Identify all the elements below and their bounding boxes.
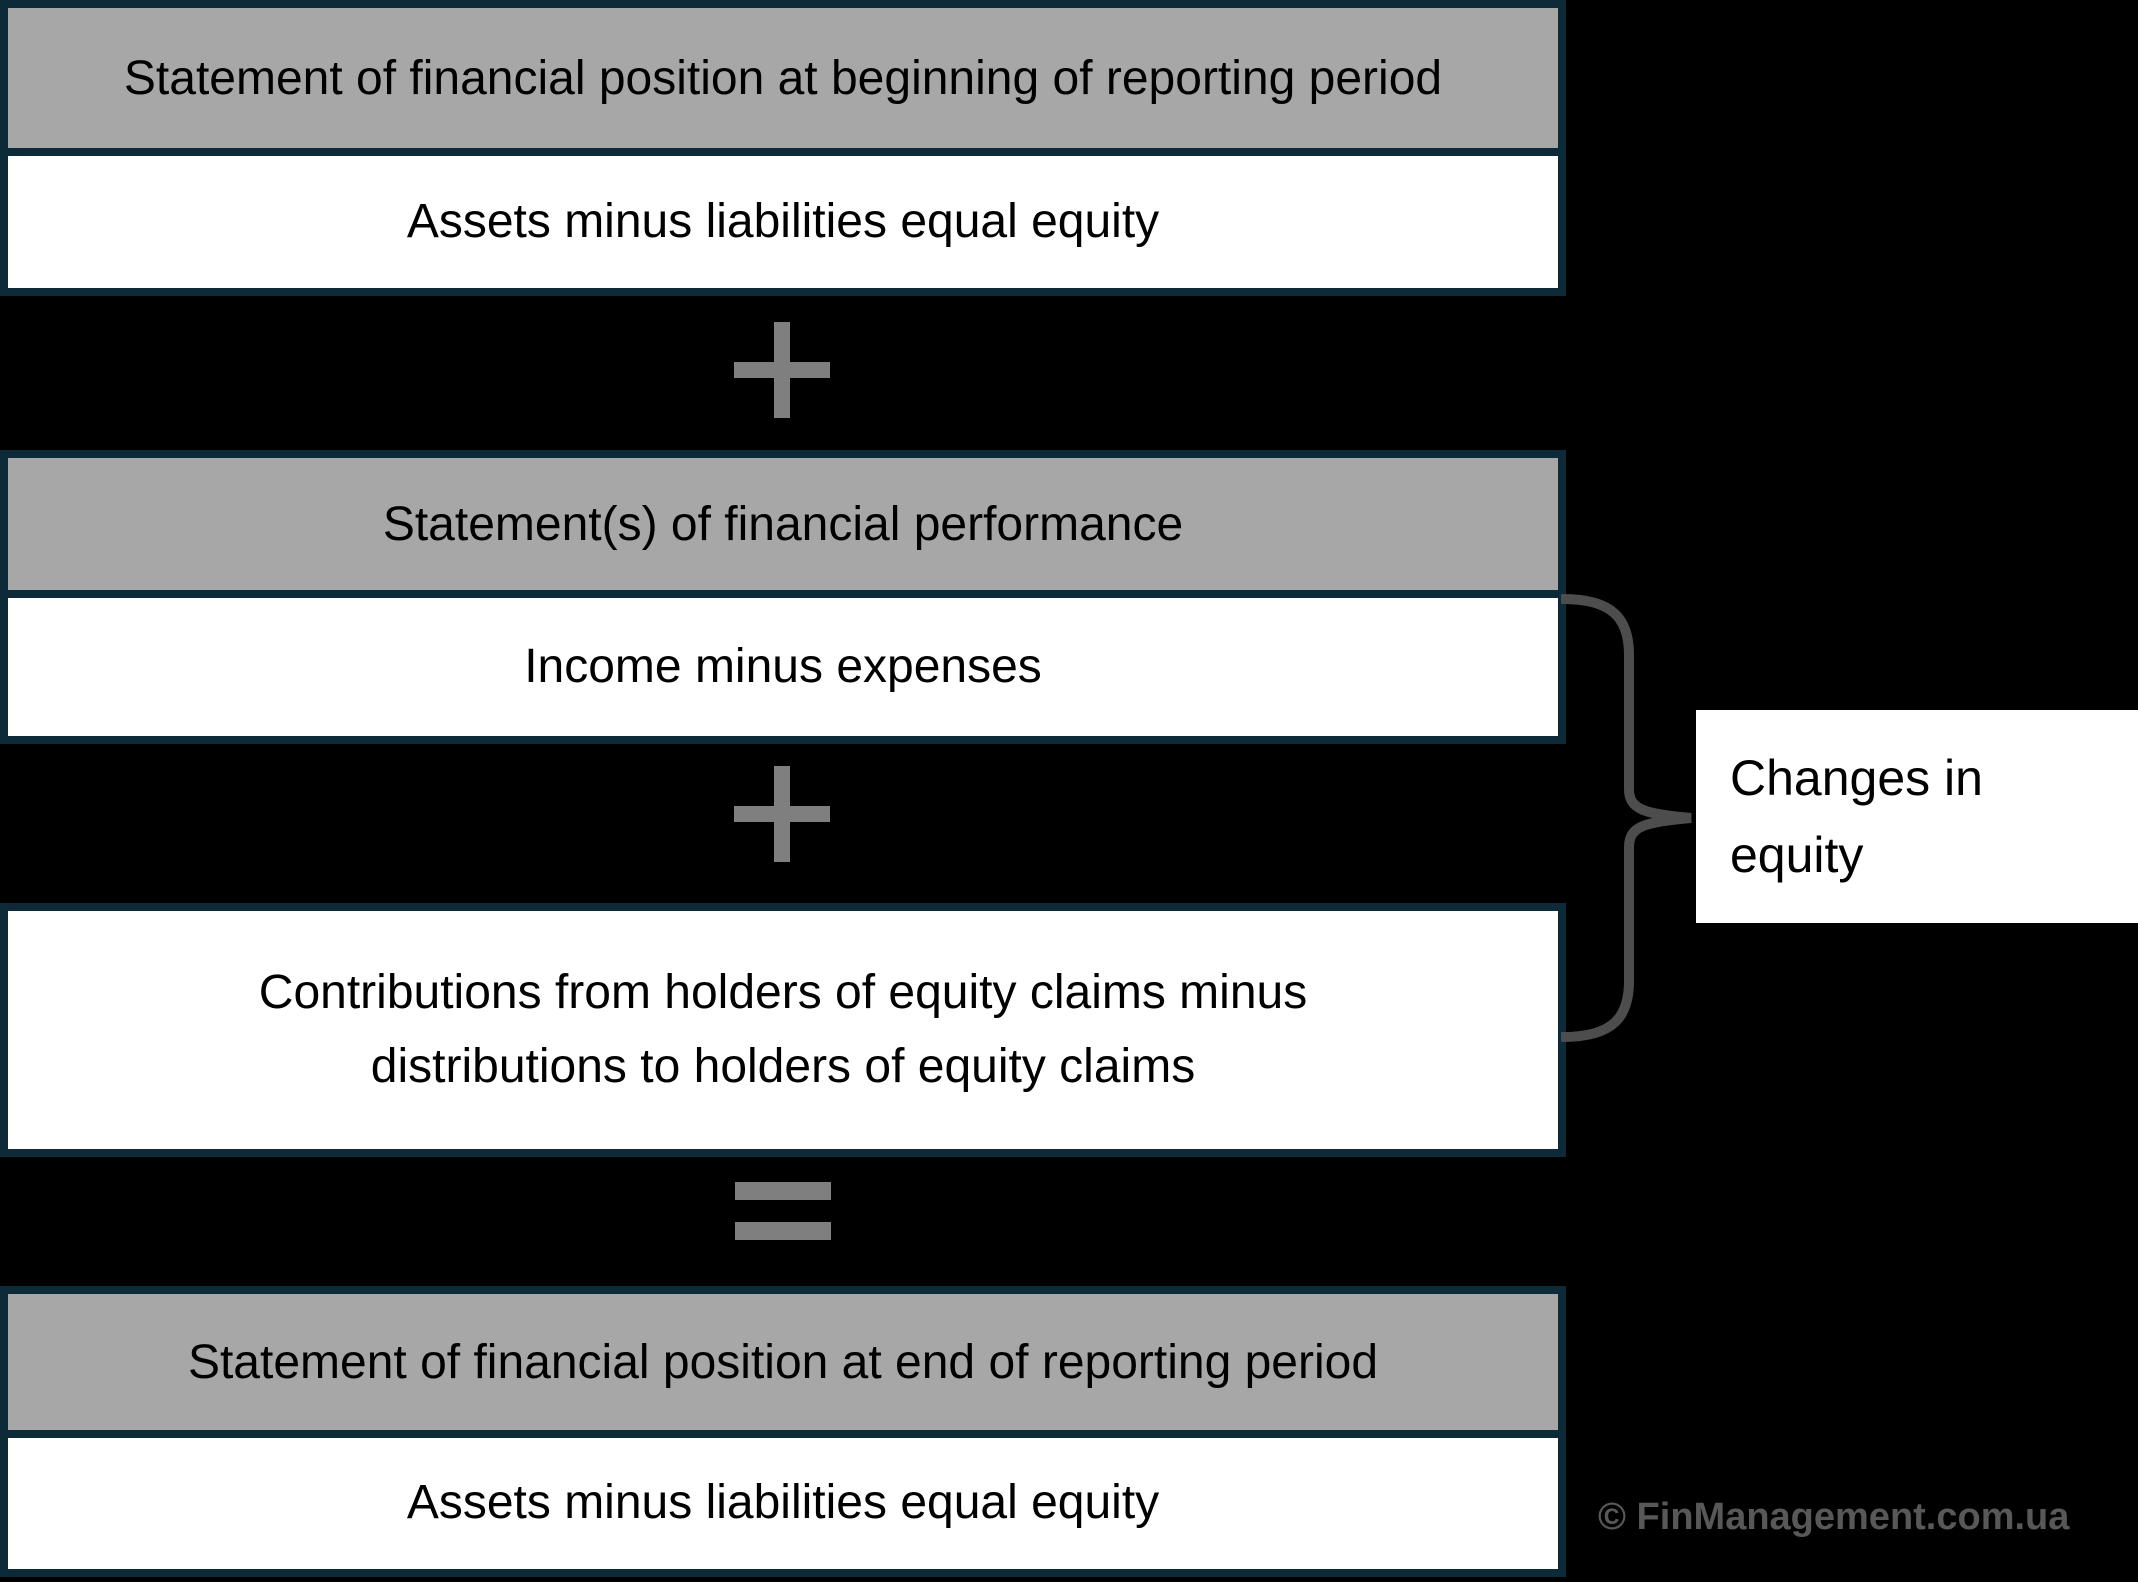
- box-header: Statement of financial position at begin…: [8, 8, 1558, 156]
- box-body-label: Assets minus liabilities equal equity: [406, 1476, 1160, 1530]
- box-header-label: Statement of financial position at begin…: [123, 51, 1443, 105]
- box-header-label: Statement of financial position at end o…: [187, 1335, 1379, 1389]
- equals-icon: [735, 1182, 831, 1240]
- box-header-label: Statement(s) of financial performance: [382, 497, 1184, 551]
- box-body-label: Income minus expenses: [524, 639, 1042, 693]
- box-header: Statement of financial position at end o…: [8, 1294, 1558, 1438]
- callout-changes-in-equity: Changes in equity: [1696, 710, 2138, 923]
- right-curly-brace-icon: [1561, 594, 1692, 1042]
- plus-icon: [734, 766, 830, 862]
- callout-label-line2: equity: [1730, 826, 1864, 883]
- box-body: Income minus expenses: [8, 598, 1558, 736]
- box-financial-performance: Statement(s) of financial performance In…: [0, 450, 1566, 744]
- box-body-label: Contributions from holders of equity cla…: [258, 965, 1308, 1093]
- watermark: © FinManagement.com.ua: [1598, 1496, 2070, 1538]
- plus-icon: [734, 322, 830, 418]
- box-header: Statement(s) of financial performance: [8, 458, 1558, 598]
- box-body: Contributions from holders of equity cla…: [8, 911, 1558, 1149]
- box-body: Assets minus liabilities equal equity: [8, 156, 1558, 288]
- box-contributions-distributions: Contributions from holders of equity cla…: [0, 903, 1566, 1157]
- box-body: Assets minus liabilities equal equity: [8, 1438, 1558, 1569]
- box-financial-position-end: Statement of financial position at end o…: [0, 1286, 1566, 1577]
- box-financial-position-beginning: Statement of financial position at begin…: [0, 0, 1566, 296]
- callout-label-line1: Changes in: [1730, 749, 1983, 806]
- box-body-label: Assets minus liabilities equal equity: [406, 194, 1160, 248]
